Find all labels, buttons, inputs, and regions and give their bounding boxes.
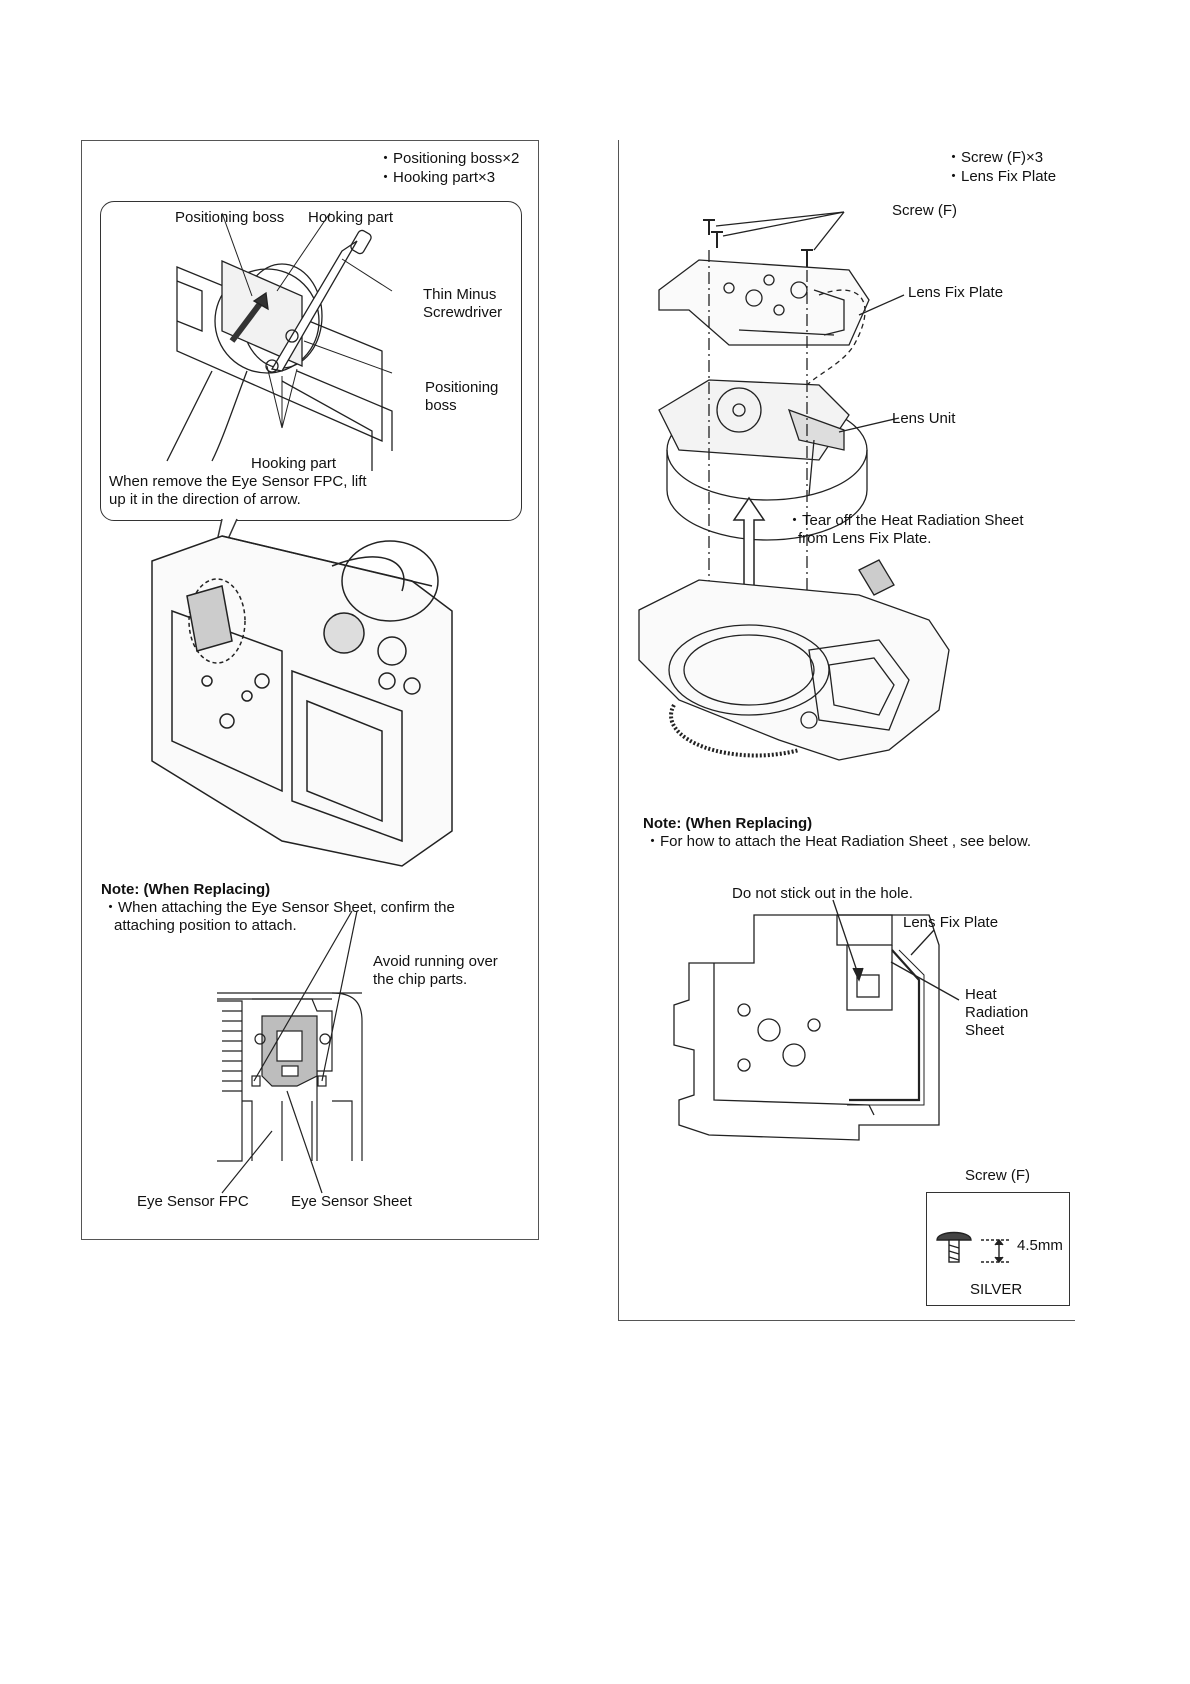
fpc-instruction: When remove the Eye Sensor FPC, lift up … <box>109 473 367 509</box>
avoid-chip-parts-label: Avoid running over the chip parts. <box>373 953 498 989</box>
hooking-part-label: Hooking part <box>308 209 394 226</box>
note-line: ・When attaching the Eye Sensor Sheet, co… <box>103 899 455 916</box>
label-line: Thin Minus <box>423 286 497 303</box>
positioning-boss-right-label: Positioning boss <box>425 379 498 415</box>
screw-spec-box: 4.5mm SILVER <box>926 1192 1070 1306</box>
instruction-line: When remove the Eye Sensor FPC, lift <box>109 473 367 490</box>
screw-length: 4.5mm <box>1017 1237 1063 1254</box>
label-line: Heat <box>965 986 997 1003</box>
parts-list-item: ・Screw (F)×3 <box>946 149 1044 166</box>
label-line: Radiation <box>965 1004 1029 1021</box>
positioning-boss-label: Positioning boss <box>175 209 285 226</box>
label-line: the chip parts. <box>373 971 468 988</box>
note-title: Note: (When Replacing) <box>101 881 271 898</box>
note-line: ・For how to attach the Heat Radiation Sh… <box>645 833 1032 850</box>
instruction-line: up it in the direction of arrow. <box>109 491 301 508</box>
label-line: boss <box>425 397 457 414</box>
tear-off-instruction: ・Tear off the Heat Radiation Sheet from … <box>787 512 1024 548</box>
heat-radiation-sheet-label: Heat Radiation Sheet <box>965 986 1028 1040</box>
screw-box-title: Screw (F) <box>965 1167 1030 1184</box>
left-procedure-panel: ・Positioning boss×2 ・Hooking part×3 <box>81 140 539 1240</box>
hooking-part-bottom-label: Hooking part <box>251 455 337 472</box>
lens-unit-exploded-illustration <box>638 211 1011 1264</box>
parts-list-item: ・Positioning boss×2 <box>378 150 520 167</box>
fpc-detail-callout <box>100 201 522 521</box>
label-line: Positioning <box>425 379 499 396</box>
note-title: Note: (When Replacing) <box>643 815 813 832</box>
instruction-line: from Lens Fix Plate. <box>798 530 932 547</box>
label-line: Sheet <box>965 1022 1005 1039</box>
right-procedure-panel: ・Screw (F)×3 ・Lens Fix Plate <box>618 140 1075 1321</box>
instruction-line: ・Tear off the Heat Radiation Sheet <box>787 512 1024 529</box>
thin-minus-screwdriver-label: Thin Minus Screwdriver <box>423 286 502 322</box>
screw-color: SILVER <box>970 1281 1023 1298</box>
screw-f-label: Screw (F) <box>892 202 957 219</box>
lens-unit-label: Lens Unit <box>892 410 956 427</box>
do-not-stick-out-label: Do not stick out in the hole. <box>732 885 913 902</box>
eye-sensor-fpc-illustration <box>151 212 453 1194</box>
eye-sensor-sheet-label: Eye Sensor Sheet <box>291 1193 412 1210</box>
eye-sensor-fpc-label: Eye Sensor FPC <box>137 1193 249 1210</box>
lens-fix-plate-label: Lens Fix Plate <box>908 284 1004 301</box>
parts-list-item: ・Hooking part×3 <box>378 169 496 186</box>
label-line: Screwdriver <box>423 304 503 321</box>
label-line: Avoid running over <box>373 953 498 970</box>
note-line: attaching position to attach. <box>114 917 297 934</box>
lens-fix-plate-detail-label: Lens Fix Plate <box>903 914 999 931</box>
parts-list-item: ・Lens Fix Plate <box>946 168 1057 185</box>
